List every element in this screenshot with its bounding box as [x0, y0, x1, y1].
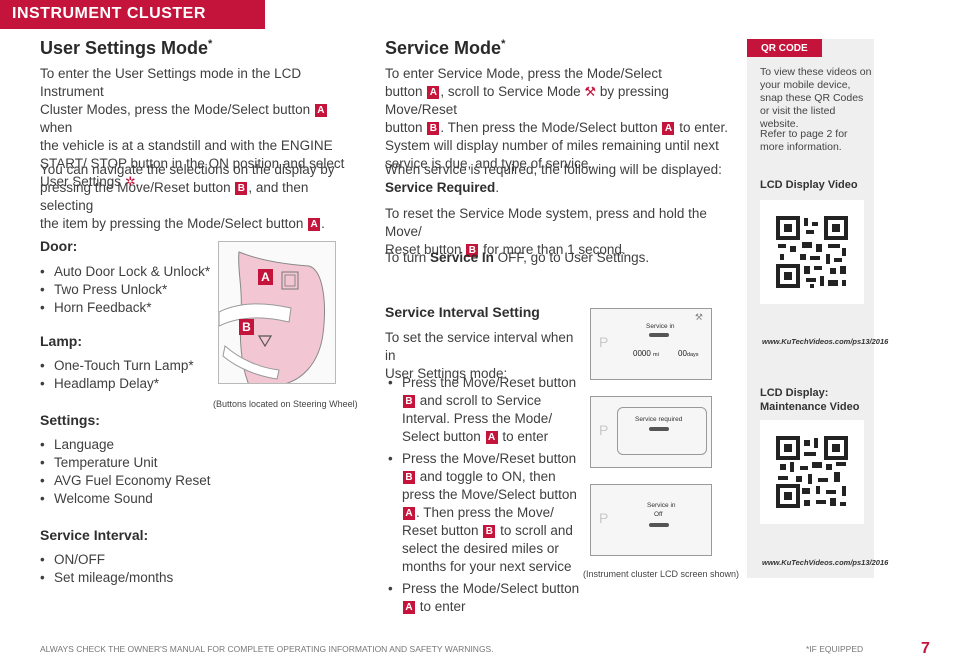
- button-a-marker: A: [403, 507, 415, 520]
- user-settings-title: User Settings Mode*: [40, 38, 213, 58]
- wrench-icon: [649, 427, 669, 431]
- wrench-icon: [649, 523, 669, 527]
- service-interval-setting-heading: Service Interval Setting: [385, 304, 540, 320]
- qr-intro: To view these videos on your mobile devi…: [760, 66, 872, 130]
- service-mode-title: Service Mode*: [385, 38, 506, 58]
- button-b-marker: B: [483, 525, 496, 538]
- button-a-marker: A: [662, 122, 675, 135]
- lcd-service-off-screen: P Service in Off: [590, 484, 712, 556]
- button-a-marker: A: [258, 269, 273, 285]
- qr-video1-url[interactable]: www.KuTechVideos.com/ps13/2016: [762, 337, 889, 346]
- lcd-popup: [617, 407, 707, 455]
- service-interval-heading: Service Interval:: [40, 527, 149, 543]
- park-gear-indicator: P: [599, 510, 609, 526]
- list-item: Press the Move/Reset button B and scroll…: [388, 374, 583, 446]
- wrench-icon: [649, 333, 669, 337]
- button-a-marker: A: [427, 86, 440, 99]
- button-b-marker: B: [466, 244, 479, 257]
- list-item: Set mileage/months: [40, 569, 240, 587]
- service-mode-intro: To enter Service Mode, press the Mode/Se…: [385, 66, 729, 171]
- list-item: Two Press Unlock*: [40, 281, 220, 299]
- lcd-caption: (Instrument cluster LCD screen shown): [583, 569, 740, 579]
- section-header-bar: INSTRUMENT CLUSTER: [0, 0, 265, 29]
- qr-video2-url[interactable]: www.KuTechVideos.com/ps13/2016: [762, 558, 889, 567]
- service-reset-text: To reset the Service Mode system, press …: [385, 206, 707, 257]
- button-b-marker: B: [239, 319, 254, 335]
- steering-wheel-graphic: [219, 251, 325, 383]
- lcd-label: Off: [654, 511, 663, 518]
- list-item: Auto Door Lock & Unlock*: [40, 263, 220, 281]
- page-number: 7: [921, 640, 930, 657]
- service-required-text: When service is required, the following …: [385, 162, 722, 195]
- list-item: Welcome Sound: [40, 490, 240, 508]
- lamp-list: One-Touch Turn Lamp* Headlamp Delay*: [40, 357, 220, 393]
- qr-code-icon: [776, 216, 848, 288]
- door-list: Auto Door Lock & Unlock* Two Press Unloc…: [40, 263, 220, 317]
- list-item: Temperature Unit: [40, 454, 240, 472]
- button-b-marker: B: [235, 182, 248, 195]
- qr-video2-title: LCD Display:Maintenance Video: [760, 387, 860, 413]
- list-item: Language: [40, 436, 240, 454]
- qr-code-lcd-display[interactable]: [760, 200, 864, 304]
- user-settings-intro: To enter the User Settings mode in the L…: [40, 66, 345, 189]
- list-item: Press the Move/Reset button B and toggle…: [388, 450, 583, 576]
- button-b-marker: B: [403, 395, 415, 408]
- lcd-label: Service in: [647, 502, 676, 509]
- door-heading: Door:: [40, 238, 78, 254]
- list-item: Press the Mode/Select button A to enter: [388, 580, 583, 616]
- list-item: ON/OFF: [40, 551, 240, 569]
- steering-wheel-illustration: A B: [218, 241, 336, 384]
- footer-warning: ALWAYS CHECK THE OWNER'S MANUAL FOR COMP…: [40, 644, 494, 654]
- settings-list: Language Temperature Unit AVG Fuel Econo…: [40, 436, 240, 508]
- lamp-heading: Lamp:: [40, 333, 82, 349]
- button-a-marker: A: [314, 104, 327, 117]
- service-interval-steps: Press the Move/Reset button B and scroll…: [388, 374, 583, 616]
- qr-video1-title: LCD Display Video: [760, 179, 858, 191]
- qr-refer: Refer to page 2 for more information.: [760, 128, 848, 153]
- button-b-marker: B: [427, 122, 440, 135]
- qr-code-maintenance[interactable]: [760, 420, 864, 524]
- wrench-icon: ⚒: [694, 312, 703, 322]
- button-a-marker: A: [308, 218, 321, 231]
- list-item: Headlamp Delay*: [40, 375, 220, 393]
- service-interval-list: ON/OFF Set mileage/months: [40, 551, 240, 587]
- button-b-marker: B: [403, 471, 415, 484]
- wheel-caption: (Buttons located on Steering Wheel): [213, 399, 358, 409]
- wrench-icon: ⚒: [584, 84, 597, 99]
- settings-heading: Settings:: [40, 412, 100, 428]
- park-gear-indicator: P: [599, 334, 609, 350]
- user-settings-gear-icon: ✲: [124, 174, 136, 189]
- service-off-text: To turn Service In OFF, go to User Setti…: [385, 250, 650, 265]
- footer-if-equipped: *IF EQUIPPED: [806, 644, 864, 654]
- button-a-marker: A: [403, 601, 415, 614]
- lcd-days: 00days: [678, 349, 699, 358]
- lcd-service-in-screen: P ⚒ Service in 0000 mi 00days: [590, 308, 712, 380]
- lcd-service-required-screen: P Service required: [590, 396, 712, 468]
- lcd-miles: 0000 mi: [633, 349, 659, 358]
- qr-code-icon: [776, 436, 848, 508]
- qr-code-tag: QR CODE: [747, 39, 822, 57]
- lcd-label: Service required: [635, 416, 683, 423]
- list-item: AVG Fuel Economy Reset: [40, 472, 240, 490]
- button-a-marker: A: [485, 431, 498, 444]
- user-settings-navigation: You can navigate the selections on the d…: [40, 162, 335, 231]
- list-item: One-Touch Turn Lamp*: [40, 357, 220, 375]
- lcd-label: Service in: [646, 323, 675, 330]
- section-title: INSTRUMENT CLUSTER: [12, 5, 206, 22]
- park-gear-indicator: P: [599, 422, 609, 438]
- list-item: Horn Feedback*: [40, 299, 220, 317]
